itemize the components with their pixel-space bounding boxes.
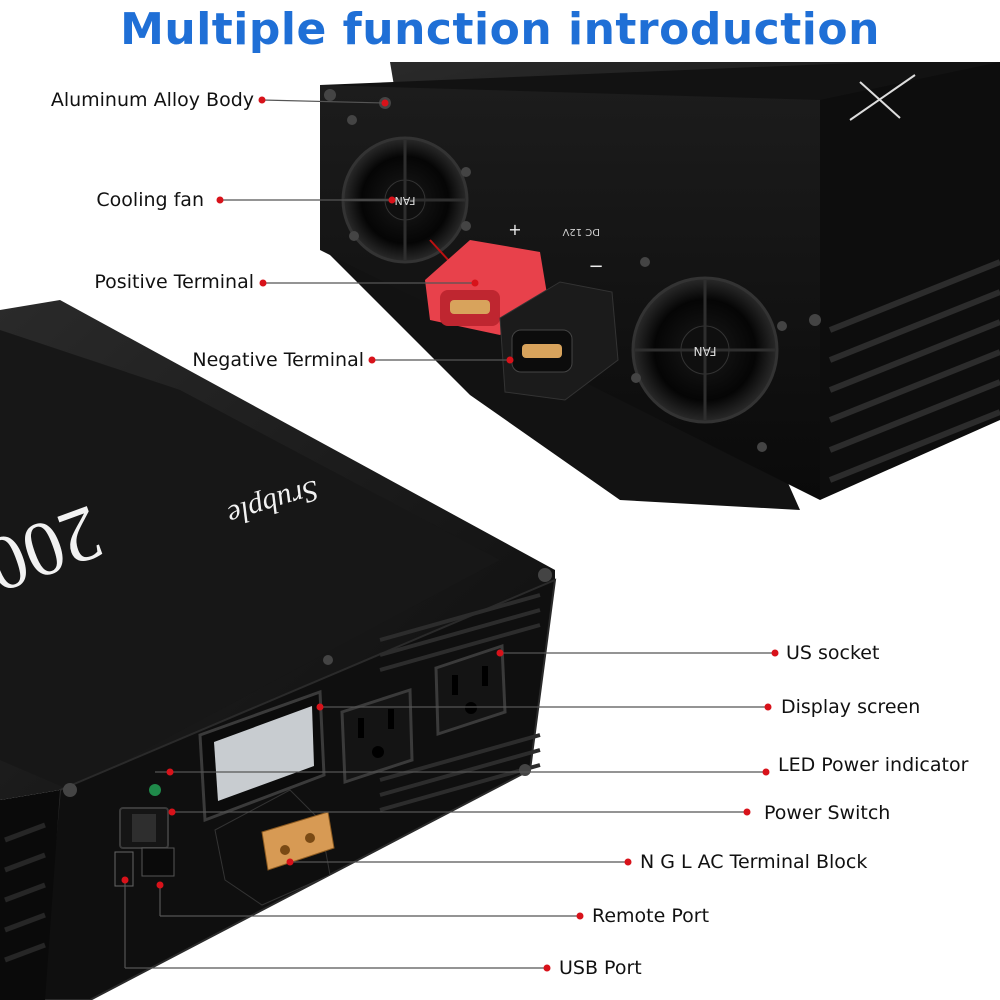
callout-led-indicator: LED Power indicator [778, 754, 969, 776]
callout-ac-terminal-block: N G L AC Terminal Block [640, 851, 868, 873]
spec-label [849, 74, 916, 121]
screw-icon [63, 568, 552, 797]
cable [429, 239, 451, 263]
fan-label: FAN [694, 344, 717, 358]
fan-icon: FAN [631, 276, 779, 424]
inverter-rear-view: FAN FAN DC 12V + − [320, 62, 1000, 510]
callout-cooling-fan: Cooling fan [96, 189, 204, 211]
callout-remote-port: Remote Port [592, 905, 710, 927]
callout-dots [121, 96, 779, 972]
minus-marker: − [588, 256, 603, 277]
callout-power-switch: Power Switch [764, 802, 891, 824]
us-socket-icon [434, 643, 507, 737]
dc-input-label: DC 12V [562, 226, 600, 237]
ac-terminal-block-icon [214, 789, 335, 906]
led-indicator-icon [149, 784, 161, 796]
usb-port-icon [114, 851, 134, 887]
callout-positive-terminal: Positive Terminal [94, 271, 254, 293]
callout-usb-port: USB Port [559, 957, 642, 979]
fan-label: FAN [394, 194, 415, 207]
negative-terminal-icon [499, 281, 619, 401]
display-screen-icon [198, 689, 326, 823]
callout-aluminum-body: Aluminum Alloy Body [50, 89, 254, 111]
screw-icon [324, 89, 821, 452]
heatsink-fins [828, 259, 1000, 483]
page-title: Multiple function introduction [120, 4, 880, 55]
fan-icon: FAN [341, 136, 469, 264]
power-switch-icon [119, 807, 169, 849]
remote-port-icon [141, 847, 175, 877]
side-vents [4, 822, 46, 963]
callout-negative-terminal: Negative Terminal [192, 349, 364, 371]
callout-us-socket: US socket [786, 642, 880, 664]
plus-marker: + [508, 220, 521, 239]
callout-display-screen: Display screen [781, 696, 921, 718]
callout-lines [124, 99, 775, 969]
us-socket-icon [340, 687, 414, 785]
inverter-front-view: 2000W Srubple [0, 300, 557, 1000]
